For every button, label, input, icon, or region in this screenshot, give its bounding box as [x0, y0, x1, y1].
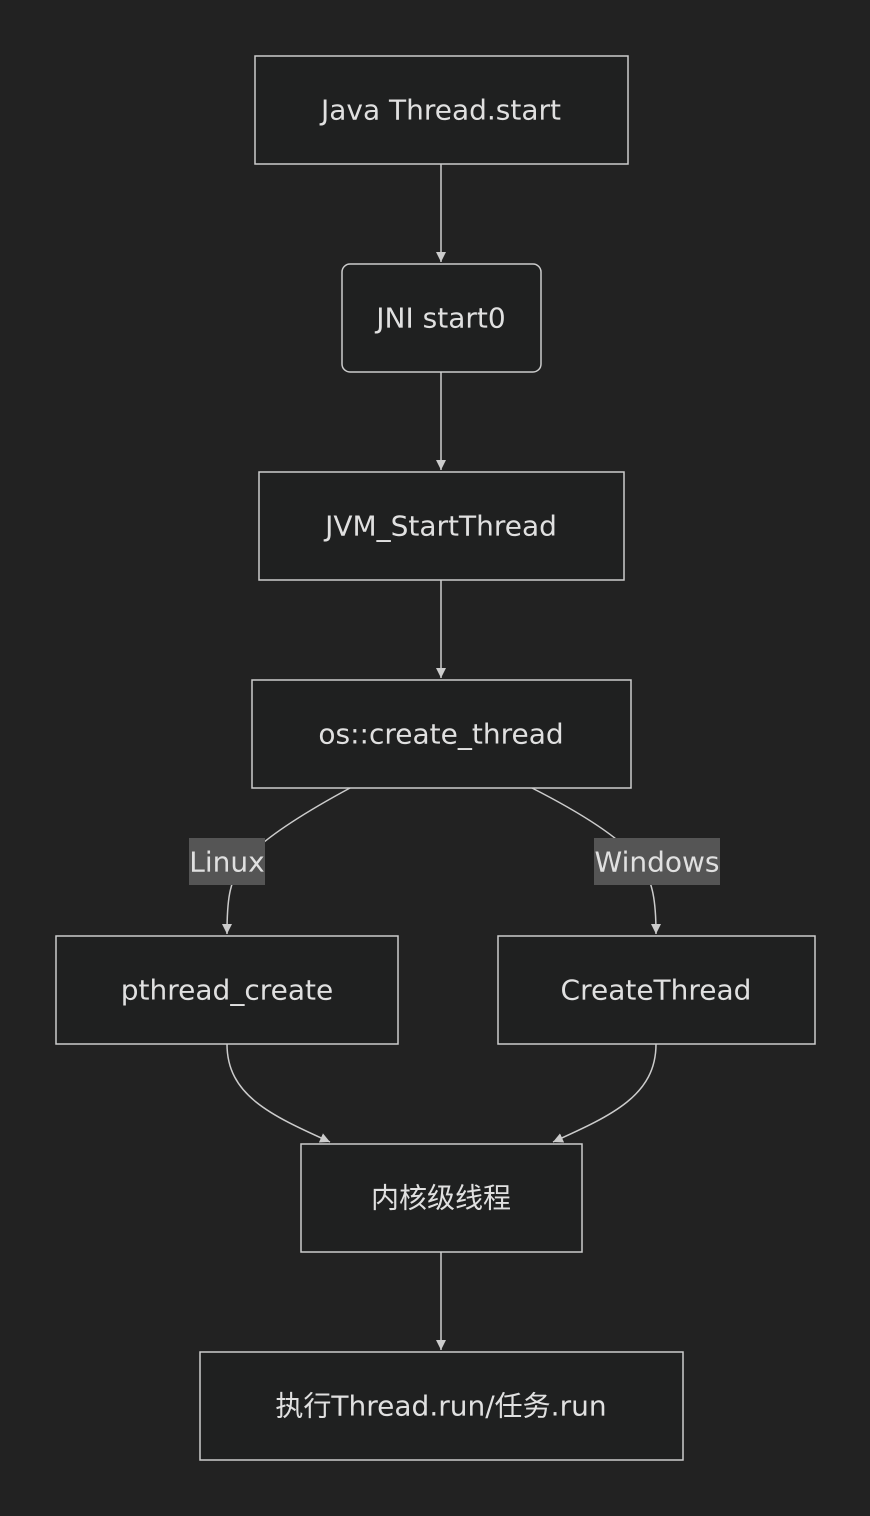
edge-label-linux: Linux: [189, 838, 265, 885]
node-jvm-startthread: JVM_StartThread: [258, 471, 625, 581]
node-pthread-create: pthread_create: [55, 935, 399, 1045]
edge-createthread-to-kernel: [552, 1043, 657, 1143]
node-createthread-label: CreateThread: [561, 974, 752, 1007]
node-kernel-thread: 内核级线程: [300, 1143, 583, 1253]
node-createthread: CreateThread: [497, 935, 816, 1045]
node-kernel-thread-label: 内核级线程: [371, 1182, 511, 1215]
node-os-create-thread-label: os::create_thread: [318, 718, 563, 751]
node-run-task-label: 执行Thread.run/任务.run: [275, 1390, 606, 1423]
edge-pthread-to-kernel: [226, 1043, 331, 1143]
node-os-create-thread: os::create_thread: [251, 679, 632, 789]
edge-label-windows: Windows: [594, 838, 720, 885]
edge-label-linux-text: Linux: [189, 846, 264, 879]
node-jni-start0: JNI start0: [341, 263, 542, 373]
node-java-thread-start-label: Java Thread.start: [319, 94, 561, 127]
node-jvm-startthread-label: JVM_StartThread: [323, 510, 557, 543]
node-jni-start0-label: JNI start0: [374, 302, 505, 335]
edge-label-windows-text: Windows: [595, 846, 720, 879]
node-java-thread-start: Java Thread.start: [254, 55, 629, 165]
node-run-task: 执行Thread.run/任务.run: [199, 1351, 684, 1461]
node-pthread-create-label: pthread_create: [121, 974, 333, 1007]
